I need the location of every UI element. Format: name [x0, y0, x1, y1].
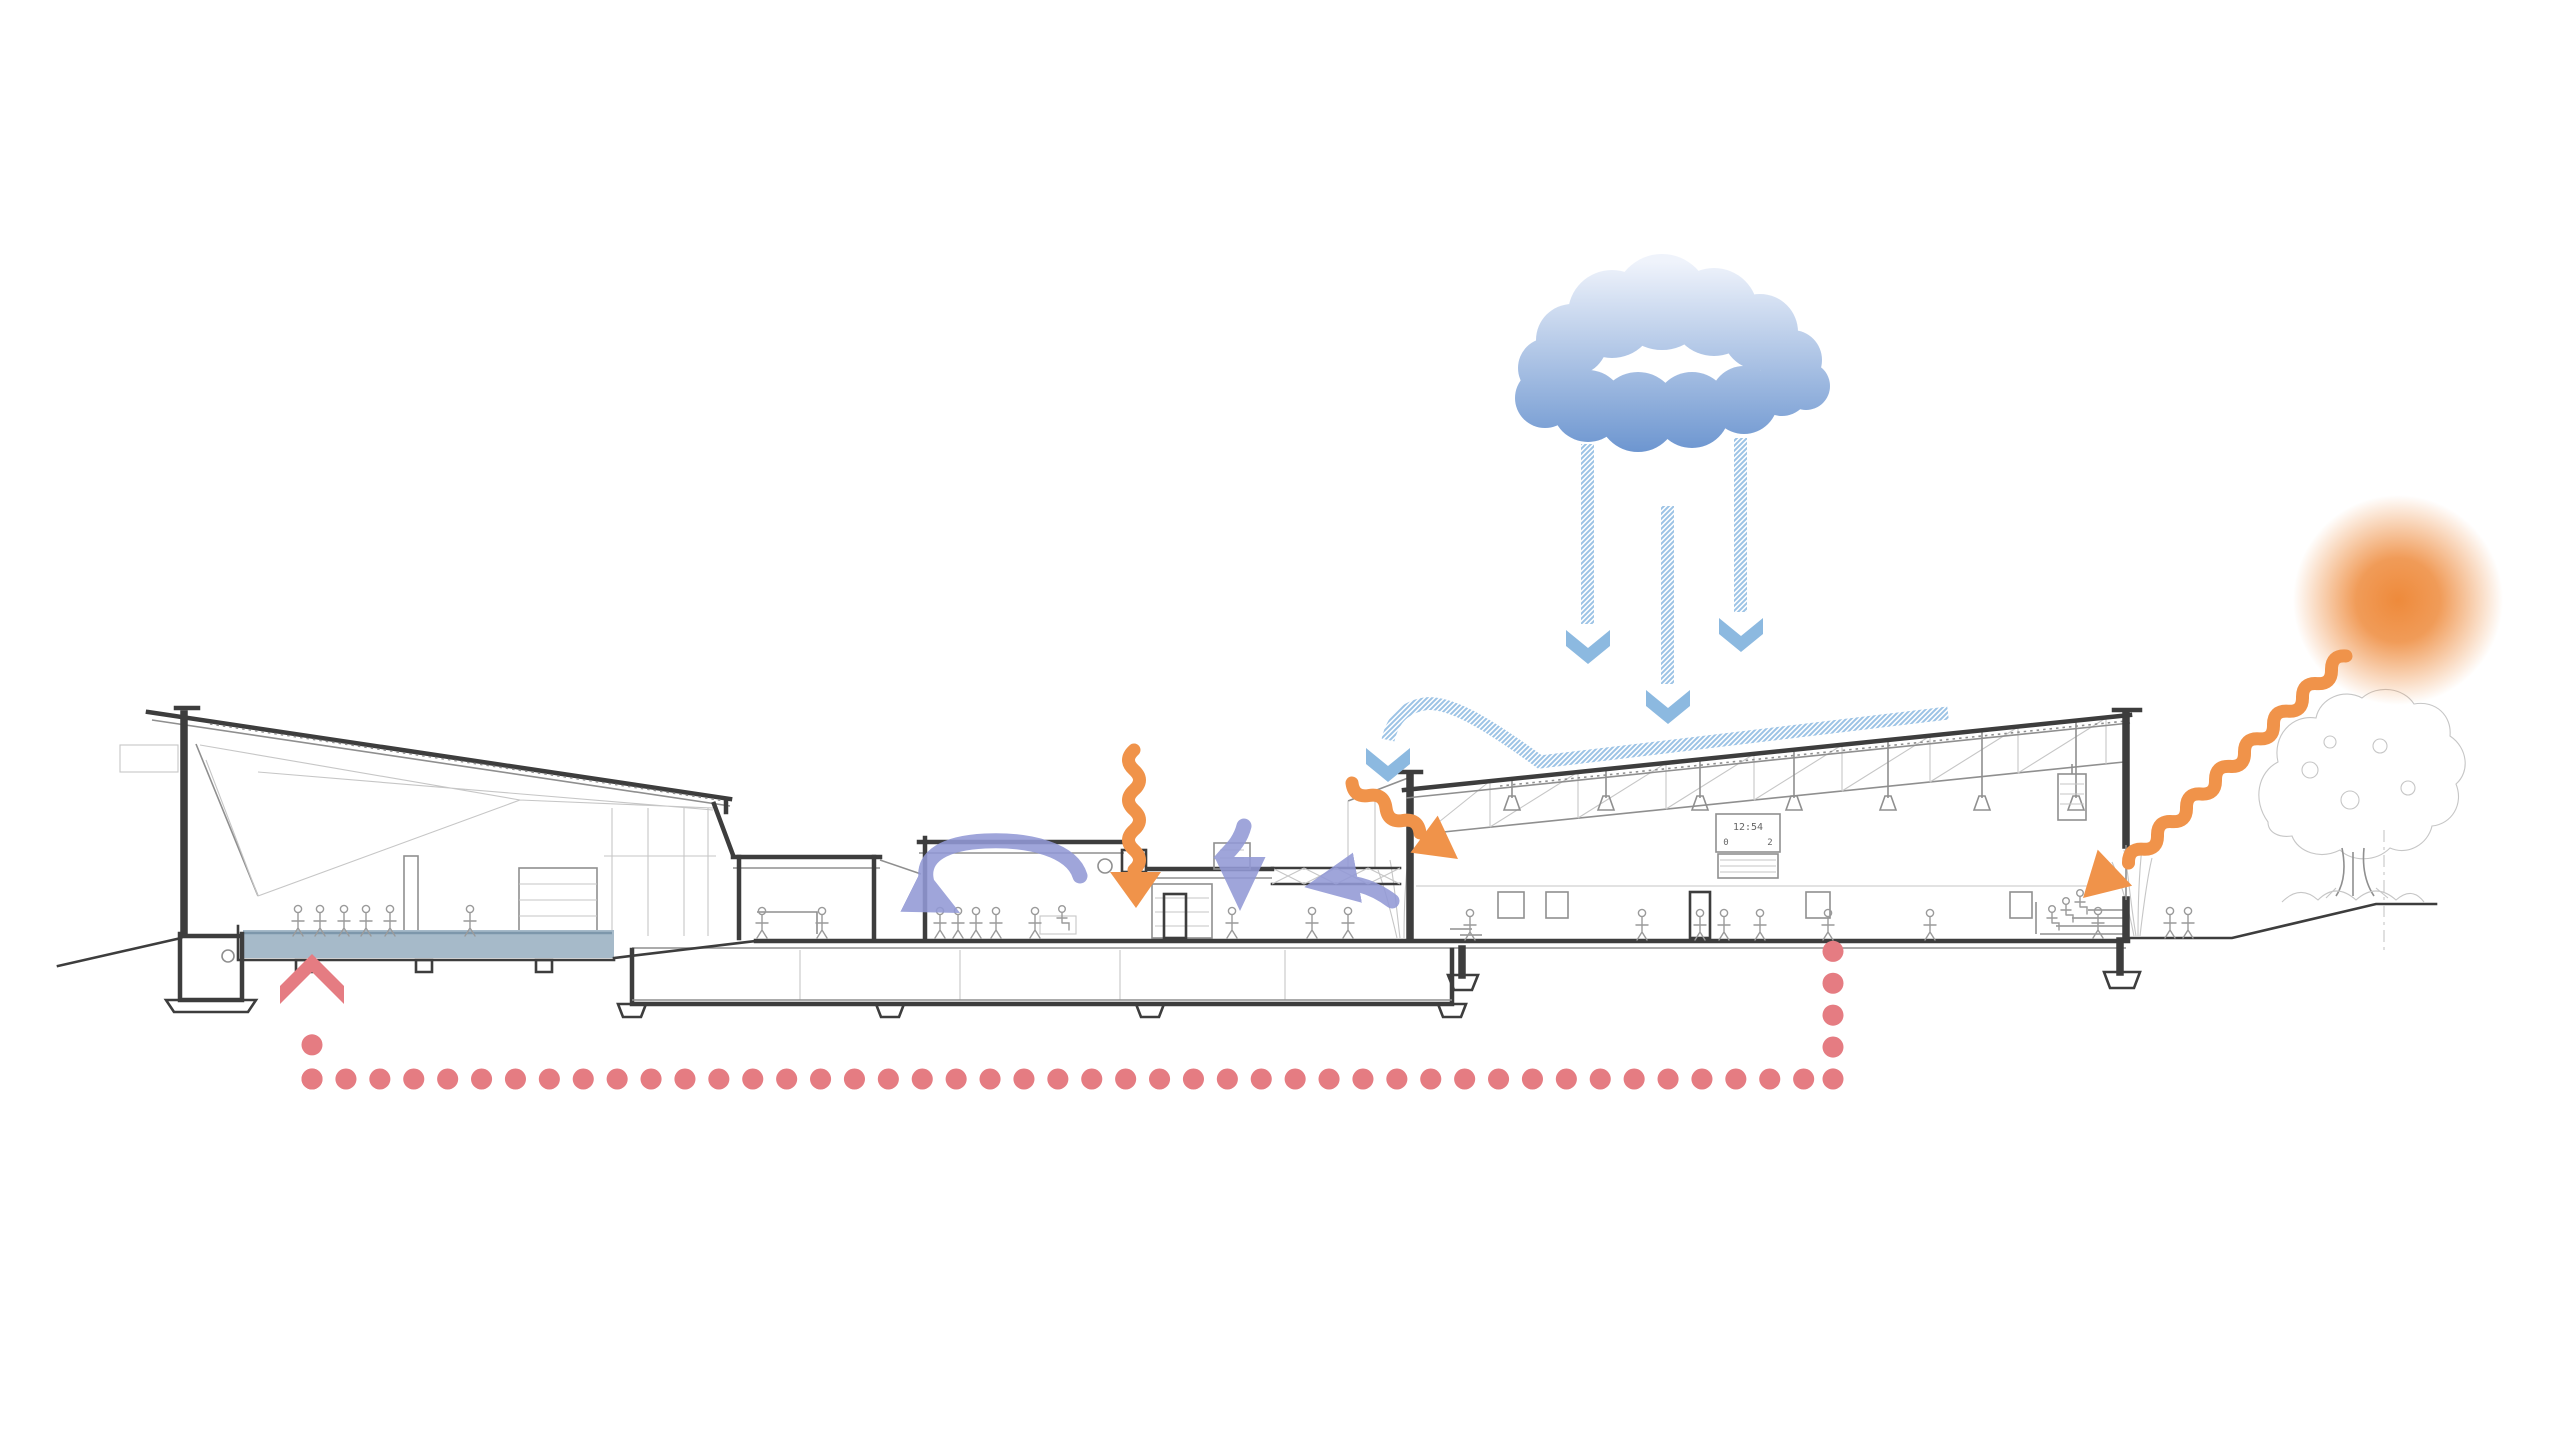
skylight-sun-arrow-icon	[1110, 743, 1161, 908]
pool	[236, 924, 758, 974]
floor-slab	[178, 928, 2131, 949]
foundations	[163, 931, 2142, 1019]
link-building	[730, 854, 922, 941]
rain-arrow-icon	[1719, 438, 1763, 652]
scoreboard-time: 12:54	[1733, 822, 1763, 833]
roof-water-flow	[1366, 697, 1949, 782]
scoreboard: 12:54 0 2	[1715, 813, 1781, 879]
water-recycle-path	[280, 909, 1845, 1090]
rain-arrow-icon	[1646, 506, 1690, 724]
ground-line	[56, 902, 2438, 968]
scoreboard-right-score: 2	[1767, 838, 1772, 848]
air-left-arrow-icon	[1304, 852, 1400, 909]
air-circulation-arrows	[900, 818, 1400, 914]
wall-clock	[1097, 858, 1113, 874]
sun-icon	[2293, 495, 2503, 705]
scoreboard-left-score: 0	[1723, 838, 1728, 848]
rain-cloud-icon	[1515, 254, 1830, 452]
solar-arrows	[1110, 649, 2353, 908]
rain-arrows	[1566, 438, 1763, 724]
pool-hall	[145, 705, 736, 938]
shrub	[2281, 890, 2425, 903]
pool-water	[243, 930, 614, 958]
tree	[2258, 688, 2466, 952]
sports-hall-roof	[1401, 712, 2133, 793]
eave-drain-arrow-icon	[1366, 748, 1410, 782]
air-loop-arrow-icon	[900, 833, 1088, 914]
pool-hall-roof	[145, 709, 733, 802]
recycle-up-arrow-icon	[280, 954, 344, 1004]
air-down-arrow-icon	[1213, 818, 1266, 911]
interior-linework	[119, 717, 2126, 1000]
rain-arrow-icon	[1566, 444, 1610, 664]
link-building-2	[1145, 842, 1275, 879]
sun-ray-arrow-icon	[2083, 649, 2353, 898]
solar-gain-arrow-icon	[1345, 776, 1458, 859]
pendant-lights	[1502, 722, 2086, 811]
sports-hall	[1397, 707, 2143, 942]
basement	[629, 947, 1455, 1007]
roof-collection-stripe	[1381, 697, 1949, 769]
